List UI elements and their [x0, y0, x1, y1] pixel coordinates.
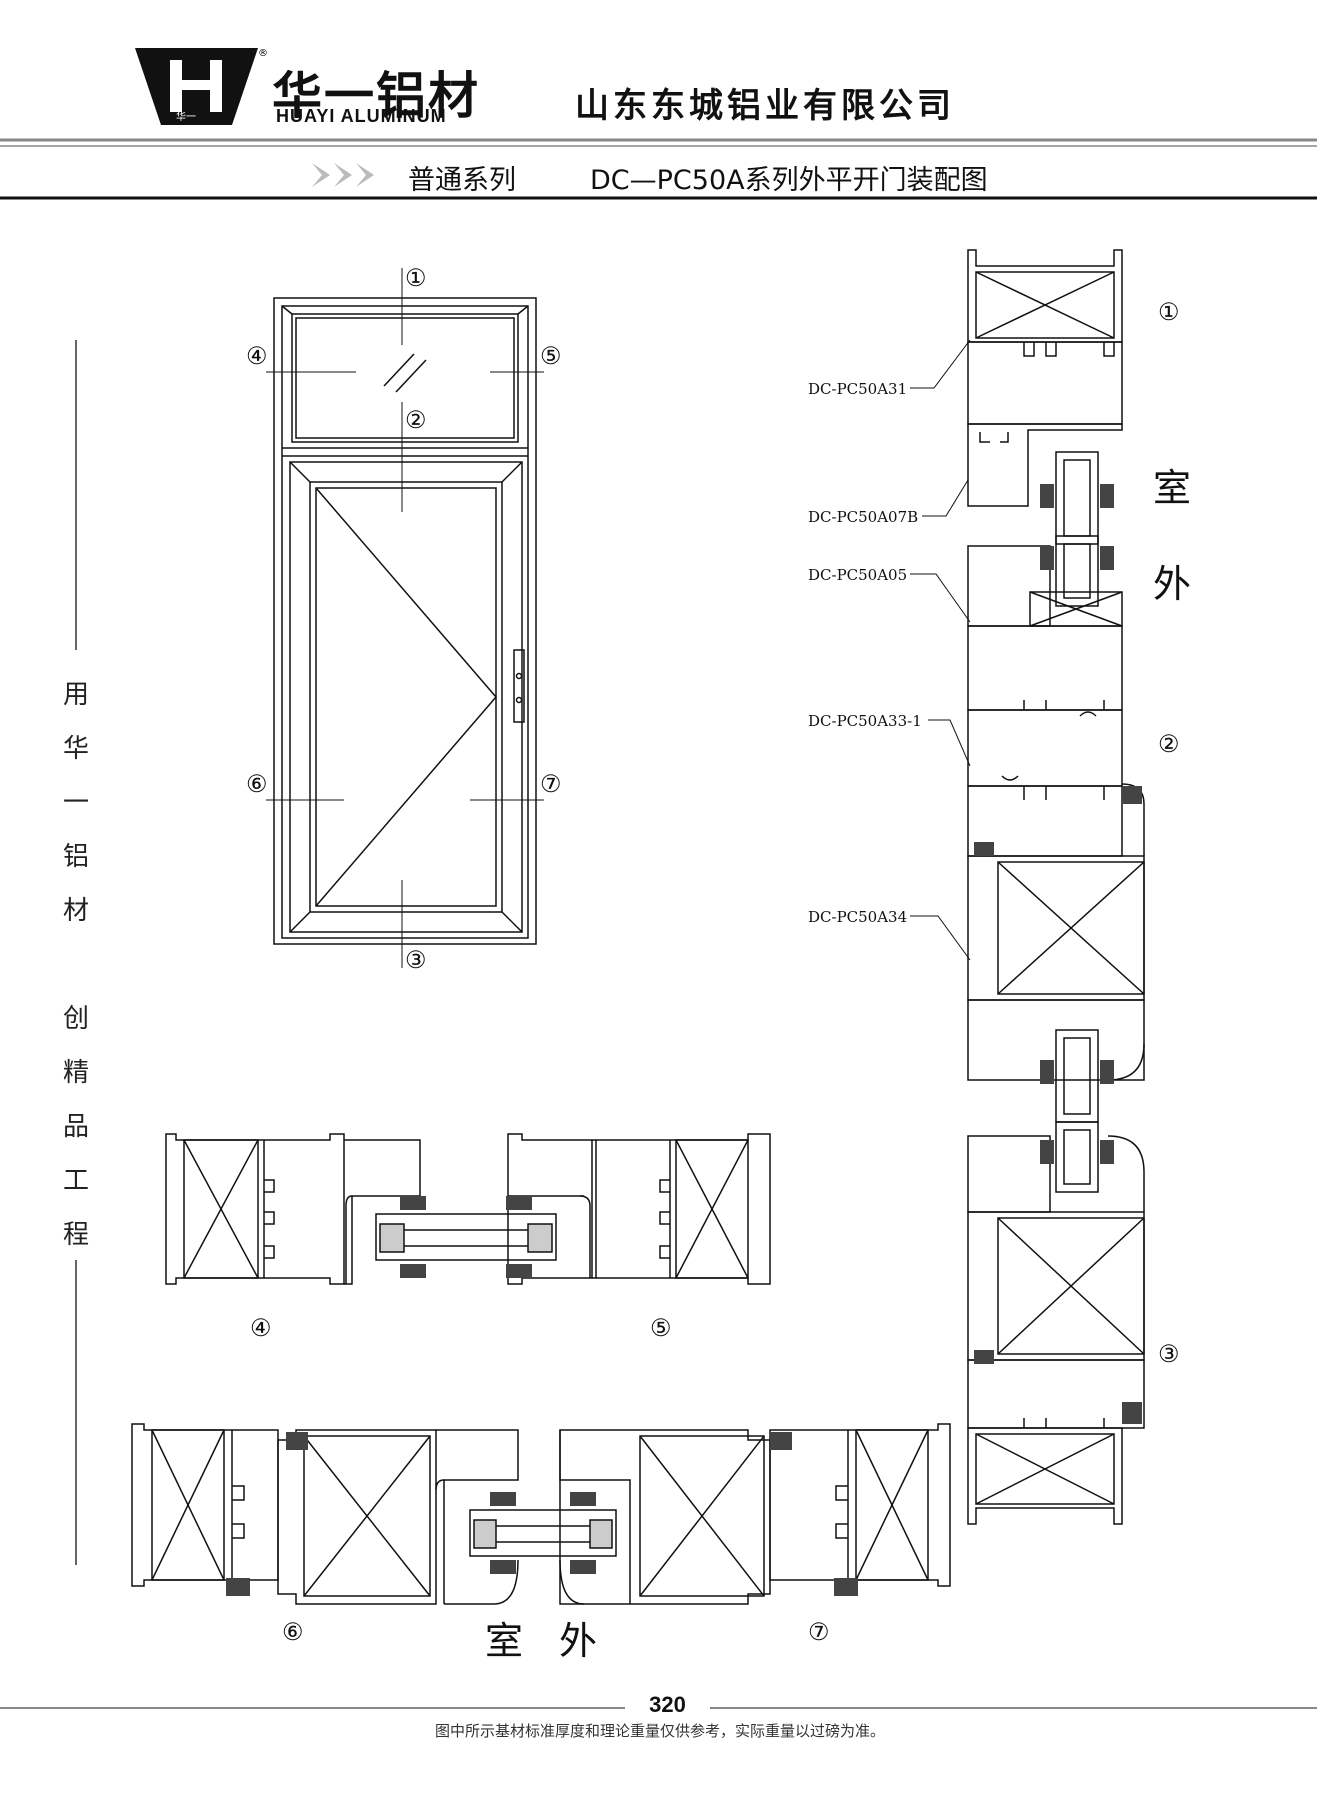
slogan-char: 一	[62, 788, 89, 818]
registered-mark-icon: ®	[258, 48, 268, 59]
slogan-char: 用	[62, 680, 89, 710]
logo-english: HUAYI ALUMINUM	[276, 106, 447, 126]
slogan-char: 材	[62, 896, 89, 926]
elevation-section-lines	[266, 268, 544, 968]
gasket-set-45	[400, 1196, 532, 1278]
elevation-marker-1: ①	[405, 264, 427, 292]
page-number: 320	[649, 1692, 686, 1717]
outdoor-char: 外	[1152, 562, 1191, 606]
company-name: 山东东城铝业有限公司	[575, 86, 955, 126]
chevron-arrows-icon	[312, 163, 374, 187]
callout-a33-1: DC-PC50A33-1	[808, 712, 922, 730]
callout-a05: DC-PC50A05	[808, 566, 908, 584]
logo-mark-text: 华一	[176, 112, 196, 123]
door-elevation	[273, 297, 537, 945]
indoor-outdoor-vertical: 室 外	[1150, 440, 1194, 632]
elevation-marker-5: ⑤	[540, 342, 562, 370]
gasket-set-67	[226, 1432, 858, 1596]
callout-a34: DC-PC50A34	[808, 908, 908, 926]
section-45	[165, 1133, 771, 1285]
slogan-char: 精	[62, 1058, 89, 1088]
section-label-7: ⑦	[808, 1618, 830, 1646]
slogan-char: 创	[62, 1004, 89, 1034]
slogan-char: 工	[62, 1166, 89, 1196]
section-label-1: ①	[1158, 298, 1180, 326]
footer-note: 图中所示基材标准厚度和理论重量仅供参考，实际重量以过磅为准。	[434, 1722, 885, 1740]
elevation-marker-3: ③	[405, 946, 427, 974]
vertical-section	[967, 249, 1145, 1525]
elevation-marker-6: ⑥	[246, 770, 268, 798]
section-label-5: ⑤	[650, 1314, 672, 1342]
elevation-marker-2: ②	[405, 406, 427, 434]
huayi-logo-icon	[135, 48, 258, 125]
callout-a31: DC-PC50A31	[808, 380, 908, 398]
section-label-6: ⑥	[282, 1618, 304, 1646]
section-label-2: ②	[1158, 730, 1180, 758]
slogan-char: 华	[62, 734, 89, 764]
series-name: 普通系列	[408, 165, 516, 196]
slogan-char: 品	[62, 1112, 89, 1142]
slogan-char: 铝	[62, 842, 89, 872]
gasket-set-vertical	[974, 484, 1142, 1424]
section-67	[131, 1423, 951, 1605]
slogan-char: 程	[62, 1220, 89, 1250]
elevation-marker-4: ④	[246, 342, 268, 370]
indoor-outdoor-horizontal: 室外	[485, 1619, 634, 1663]
callout-a07b: DC-PC50A07B	[808, 508, 919, 526]
indoor-char: 室	[1152, 466, 1191, 510]
drawing-title: DC—PC50A系列外平开门装配图	[590, 165, 988, 196]
side-slogan: 用 华 一 铝 材 创 精 品 工 程	[62, 668, 90, 1262]
callout-leaders	[910, 339, 971, 961]
slogan-gap	[62, 938, 90, 992]
logo-chinese: 华一铝材	[272, 67, 480, 125]
section-label-3: ③	[1158, 1340, 1180, 1368]
section-label-4: ④	[250, 1314, 272, 1342]
elevation-marker-7: ⑦	[540, 770, 562, 798]
